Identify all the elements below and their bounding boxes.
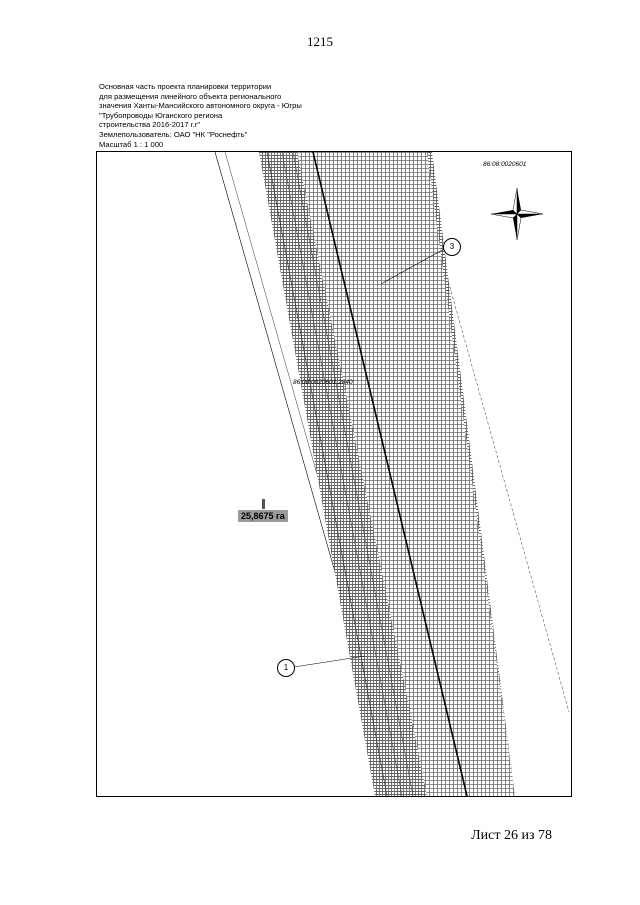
north-arrow-compass-icon <box>490 187 544 241</box>
strip-line <box>266 152 388 796</box>
strip-line <box>281 152 403 796</box>
cadastral-number-top: 86:08:0020601 <box>483 161 527 168</box>
pipeline-axis-line <box>312 152 468 796</box>
map-frame: 86:08:0020601 86:08:0020601:2840 25,8675… <box>96 151 572 797</box>
cadastral-number-mid: 86:08:0020601:2840 <box>293 379 353 386</box>
land-user-line: Землепользователь: ОАО "НК "Роснефть" <box>99 129 248 139</box>
sheet-number: Лист 26 из 78 <box>471 828 552 843</box>
callout-leader-1 <box>293 655 366 668</box>
strip-line <box>292 152 414 796</box>
title-line-1: Основная часть проекта планировки террит… <box>99 82 272 91</box>
map-title-block: Основная часть проекта планировки террит… <box>99 82 302 149</box>
map-drawing <box>214 152 570 796</box>
callout-leader-3 <box>380 248 445 285</box>
callout-3: 3 <box>443 238 461 256</box>
area-label: 25,8675 га <box>238 510 288 522</box>
title-line-2: для размещения линейного объекта региона… <box>99 91 282 101</box>
area-marker <box>262 499 265 509</box>
title-line-3: значения Ханты-Мансийского автономного о… <box>99 101 302 111</box>
page-number: 1215 <box>307 34 333 49</box>
scale-line: Масштаб 1 : 1 000 <box>99 139 164 149</box>
title-line-5: строительства 2016-2017 г.г" <box>99 120 201 130</box>
title-line-4: "Трубопроводы Юганского региона <box>99 110 223 120</box>
callout-1: 1 <box>277 659 295 677</box>
